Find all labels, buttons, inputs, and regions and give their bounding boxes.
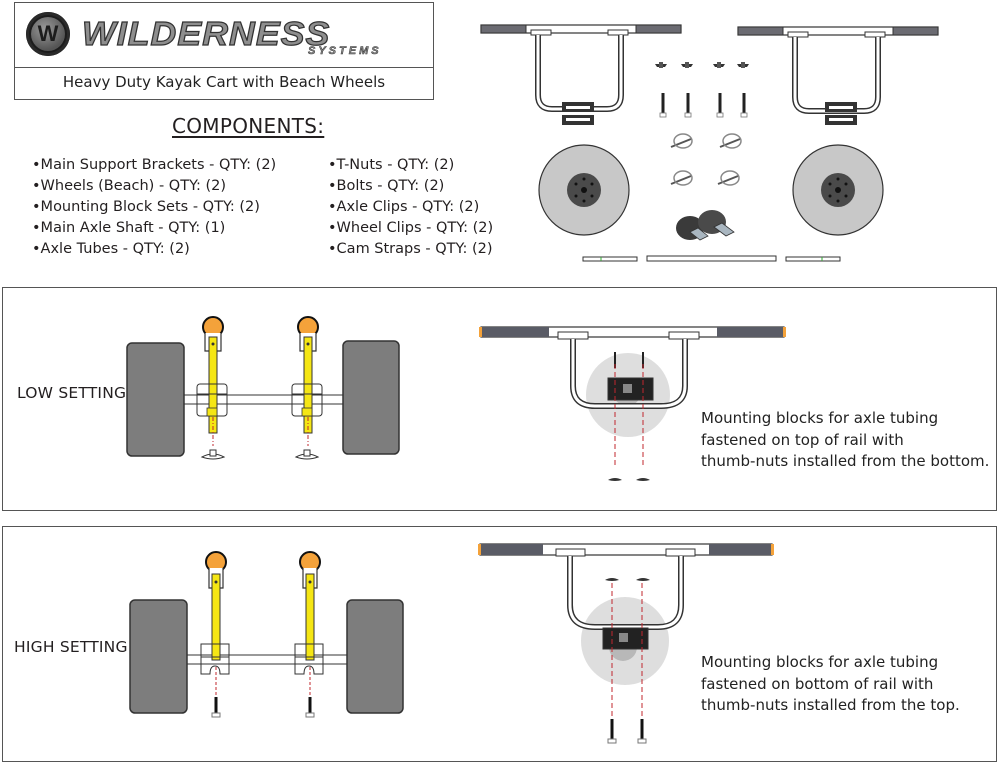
components-list-left: •Main Support Brackets - QTY: (2) •Wheel… — [32, 155, 276, 260]
beach-wheel — [792, 144, 884, 236]
component-item: •Cam Straps - QTY: (2) — [328, 241, 493, 257]
bolt — [716, 92, 724, 118]
description-line: thumb-nuts installed from the top. — [701, 696, 960, 714]
low-setting-panel: LOW SETTING — [2, 287, 997, 511]
component-item: •Axle Tubes - QTY: (2) — [32, 241, 190, 257]
high-setting-side-diagram — [478, 543, 774, 744]
cam-straps — [676, 210, 735, 241]
tire-right — [346, 599, 404, 714]
brand-sub: SYSTEMS — [308, 45, 382, 58]
brand-logo-badge: W — [26, 12, 70, 56]
tire-left — [129, 599, 188, 714]
header-box: W WILDERNESS SYSTEMS Heavy Duty Kayak Ca… — [14, 2, 434, 100]
parts-illustration — [0, 0, 1000, 262]
t-nut — [713, 62, 725, 68]
brand-badge-letter: W — [31, 17, 65, 51]
bolt — [659, 92, 667, 118]
component-item: •Bolts - QTY: (2) — [328, 178, 445, 194]
components-title: COMPONENTS: — [172, 114, 325, 138]
bolt — [740, 92, 748, 118]
bolt — [684, 92, 692, 118]
component-item: •Mounting Block Sets - QTY: (2) — [32, 199, 260, 215]
mounting-block-set — [562, 102, 594, 125]
axle-clip — [670, 133, 693, 149]
high-setting-label: HIGH SETTING — [14, 638, 128, 656]
description-line: Mounting blocks for axle tubing — [701, 653, 939, 671]
description-line: fastened on top of rail with — [701, 430, 904, 449]
tire-right — [342, 340, 400, 455]
low-setting-label: LOW SETTING — [17, 384, 127, 402]
brand-name: WILDERNESS — [81, 14, 331, 52]
main-support-bracket — [481, 25, 681, 109]
description-line: thumb-nuts installed from the bottom. — [701, 452, 990, 470]
main-support-bracket — [738, 27, 938, 111]
low-setting-side-diagram — [479, 326, 786, 481]
tire-left — [126, 342, 185, 457]
high-setting-front-diagram — [129, 551, 404, 718]
high-setting-description: Mounting blocks for axle tubing fastened… — [701, 652, 960, 717]
axle-tube — [582, 256, 638, 262]
main-axle-shaft — [646, 255, 777, 262]
t-nut — [655, 62, 667, 68]
wheel-clip — [670, 170, 693, 186]
description-line: Mounting blocks for axle tubing — [701, 409, 939, 427]
component-item: •Main Support Brackets - QTY: (2) — [32, 157, 277, 173]
t-nut — [737, 62, 749, 68]
component-item: •Wheels (Beach) - QTY: (2) — [32, 178, 227, 194]
component-item: •Axle Clips - QTY: (2) — [328, 199, 480, 215]
beach-wheel — [538, 144, 630, 236]
low-setting-front-diagram — [126, 316, 400, 460]
description-line: fastened on bottom of rail with — [701, 674, 934, 693]
product-subtitle: Heavy Duty Kayak Cart with Beach Wheels — [62, 73, 386, 91]
header-divider — [15, 67, 433, 68]
t-nut — [681, 62, 693, 68]
high-setting-panel: HIGH SETTING — [2, 526, 997, 762]
component-item: •Wheel Clips - QTY: (2) — [328, 220, 494, 236]
components-list-right: •T-Nuts - QTY: (2) •Bolts - QTY: (2) •Ax… — [328, 155, 493, 260]
axle-clip — [719, 133, 742, 149]
component-item: •Main Axle Shaft - QTY: (1) — [32, 220, 226, 236]
component-item: •T-Nuts - QTY: (2) — [328, 157, 455, 173]
axle-tube — [785, 256, 841, 262]
wheel-clip — [717, 170, 740, 186]
low-setting-description: Mounting blocks for axle tubing fastened… — [701, 408, 989, 473]
